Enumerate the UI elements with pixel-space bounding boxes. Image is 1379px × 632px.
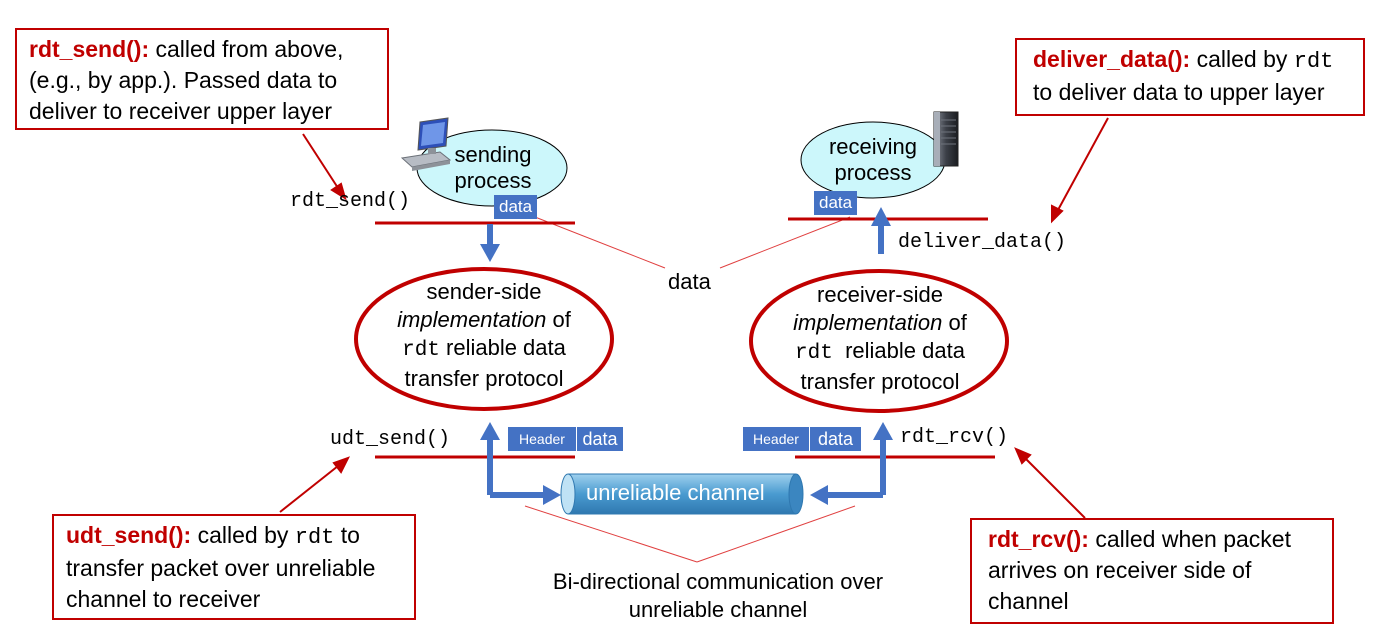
layer-lines (375, 217, 995, 459)
process-line: sending (454, 142, 532, 167)
func-rdt-send: rdt_send() (290, 190, 411, 213)
data-chip-sender: data (494, 195, 538, 219)
callout-text: called by (191, 522, 295, 548)
impl-text: reliable data (832, 338, 965, 363)
note-line: unreliable channel (628, 597, 808, 622)
callout-text: to transfer packet over unreliable chann… (66, 522, 376, 612)
callout-keyword: deliver_data(): (1033, 46, 1191, 72)
callout-keyword: rdt_rcv(): (988, 526, 1089, 552)
sending-process-label: sending process (432, 142, 554, 194)
func-rdt-rcv: rdt_rcv() (900, 426, 1009, 449)
callout-text: called from above, (e.g., by app.). Pass… (29, 36, 344, 124)
arrow-deliver-callout (1057, 117, 1109, 211)
callout-text: to deliver data to upper layer (1033, 79, 1325, 105)
func-udt-send: udt_send() (330, 428, 451, 451)
header-chip-receiver: Header (743, 427, 809, 451)
receiver-impl-text: receiver-side implementation of rdt reli… (760, 281, 1000, 396)
process-line: process (454, 168, 532, 193)
callout-udt-send: udt_send(): called by rdt to transfer pa… (52, 514, 416, 620)
impl-code: rdt (795, 342, 833, 365)
impl-line: rdt reliable data (364, 334, 604, 365)
callout-code: rdt (1293, 49, 1334, 74)
callout-arrows (279, 117, 1109, 519)
arrow-head (1051, 204, 1064, 224)
impl-code: rdt (402, 339, 440, 362)
arrow-head (332, 456, 351, 474)
impl-text: reliable data (439, 335, 566, 360)
impl-line: implementation of (760, 309, 1000, 337)
receiver-impl-ellipse (749, 269, 1009, 413)
impl-text: of (942, 310, 967, 335)
impl-text: of (546, 307, 571, 332)
callout-text: called by (1190, 46, 1294, 72)
arrow-udt-send-callout (279, 465, 339, 513)
bidirectional-note: Bi-directional communication over unreli… (512, 568, 924, 624)
callout-keyword: udt_send(): (66, 522, 192, 548)
process-line: process (834, 160, 912, 185)
data-chip-sender-packet: data (577, 427, 623, 451)
arrow-head (1014, 447, 1032, 465)
impl-italic: implementation (793, 310, 943, 335)
data-chip-receiver-packet: data (810, 427, 861, 451)
unreliable-channel-pipe (560, 473, 804, 515)
impl-line: receiver-side (817, 282, 943, 307)
callout-code: rdt (294, 525, 335, 550)
unreliable-channel-label: unreliable channel (586, 480, 765, 505)
header-chip-sender: Header (508, 427, 576, 451)
impl-line: transfer protocol (404, 366, 564, 391)
callout-keyword: rdt_send(): (29, 36, 150, 62)
callout-rdt-send: rdt_send(): called from above, (e.g., by… (15, 28, 389, 130)
sender-impl-ellipse (354, 267, 614, 411)
process-line: receiving (828, 134, 918, 159)
arrow-rdt-send-callout (302, 133, 339, 189)
callout-rdt-rcv: rdt_rcv(): called when packet arrives on… (970, 518, 1334, 624)
computer-icon (400, 117, 452, 171)
impl-line: transfer protocol (800, 369, 960, 394)
data-chip-receiver: data (814, 191, 858, 215)
connector-lines (524, 216, 856, 563)
callout-text: called when packet arrives on receiver s… (988, 526, 1291, 614)
impl-line: implementation of (364, 306, 604, 334)
arrow-head (330, 182, 347, 201)
server-icon (933, 111, 959, 167)
note-line: Bi-directional communication over (552, 569, 884, 594)
impl-line: rdt reliable data (760, 337, 1000, 368)
impl-italic: implementation (397, 307, 547, 332)
impl-line: sender-side (426, 279, 542, 304)
middle-data-label: data (668, 269, 711, 294)
blue-arrows (480, 207, 893, 505)
callout-deliver-data: deliver_data(): called by rdt to deliver… (1015, 38, 1365, 116)
sender-impl-text: sender-side implementation of rdt reliab… (364, 278, 604, 393)
receiving-process-label: receiving process (812, 134, 934, 186)
arrow-rdt-rcv-callout (1024, 457, 1086, 519)
func-deliver-data: deliver_data() (898, 231, 1067, 254)
